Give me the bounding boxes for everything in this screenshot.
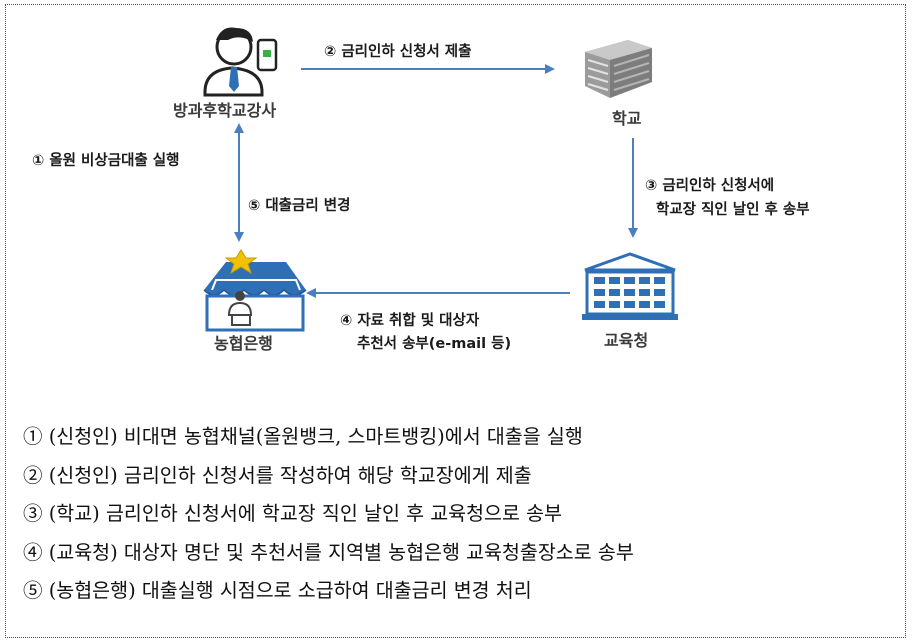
step4-label-line1: ④ 자료 취합 및 대상자 [340,313,480,329]
node-bank-label: 농협은행 [214,334,273,353]
step3-label-line1: ③ 금리인하 신청서에 [645,178,775,194]
node-school-label: 학교 [612,109,642,128]
school-building-icon [585,40,652,98]
note-2: ② (신청인) 금리인하 신청서를 작성하여 해당 학교장에게 제출 [23,463,532,487]
note-5: ⑤ (농협은행) 대출실행 시점으로 소급하여 대출금리 변경 처리 [23,579,532,602]
bank-icon [203,249,307,332]
step3-label-line2: 학교장 직인 날인 후 송부 [656,202,810,218]
note-3: ③ (학교) 금리인하 신청서에 학교장 직인 날인 후 교육청으로 송부 [23,502,563,525]
step4-label-line2: 추천서 송부(e-mail 등) [357,336,512,352]
teacher-icon [203,27,278,97]
notes-list: ① (신청인) 비대면 농협채널(올원뱅크, 스마트뱅킹)에서 대출을 실행 ②… [23,418,893,611]
step1-label: ① 올원 비상금대출 실행 [32,153,180,169]
step5-label: ⑤ 대출금리 변경 [248,198,351,214]
note-4: ④ (교육청) 대상자 명단 및 추천서를 지역별 농협은행 교육청출장소로 송… [23,540,634,564]
note-1: ① (신청인) 비대면 농협채널(올원뱅크, 스마트뱅킹)에서 대출을 실행 [23,425,583,448]
node-teacher-label: 방과후학교강사 [173,101,277,120]
education-office-icon [582,252,678,320]
step2-label: ② 금리인하 신청서 제출 [324,44,472,60]
node-office-label: 교육청 [604,331,649,350]
figure-frame [5,4,906,638]
